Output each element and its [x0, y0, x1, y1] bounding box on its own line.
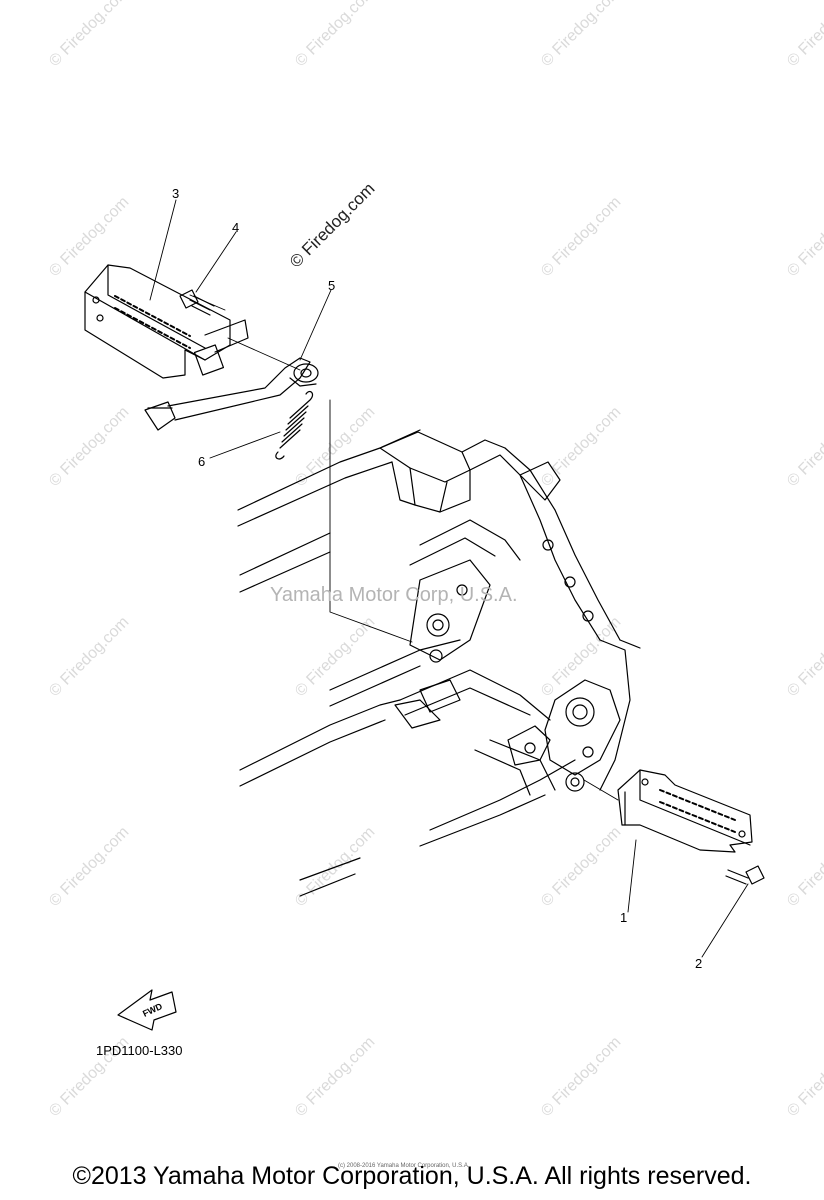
callout-3: 3	[172, 186, 179, 201]
callout-2: 2	[695, 956, 702, 971]
brake-lever	[144, 357, 319, 431]
maker-watermark: Yamaha Motor Corp, U.S.A.	[270, 584, 518, 606]
fwd-arrow-icon	[117, 989, 177, 1031]
frame-drawing	[237, 429, 641, 897]
callout-4: 4	[232, 220, 239, 235]
assembly-lines	[189, 294, 619, 801]
tiny-copyright: (c) 2008-2016 Yamaha Motor Corporation, …	[338, 1163, 470, 1169]
callout-5: 5	[328, 278, 335, 293]
left-footrest	[84, 264, 249, 379]
diagram-code: 1PD1100-L330	[96, 1043, 183, 1058]
callout-leaders	[149, 199, 749, 958]
callout-6: 6	[198, 454, 205, 469]
right-footrest	[617, 769, 753, 853]
callout-1: 1	[620, 910, 627, 925]
return-spring	[275, 390, 314, 460]
right-footrest-bolt	[725, 865, 765, 885]
footer-copyright: ©2013 Yamaha Motor Corporation, U.S.A. A…	[72, 1162, 752, 1190]
footrest-bolt	[179, 289, 215, 316]
